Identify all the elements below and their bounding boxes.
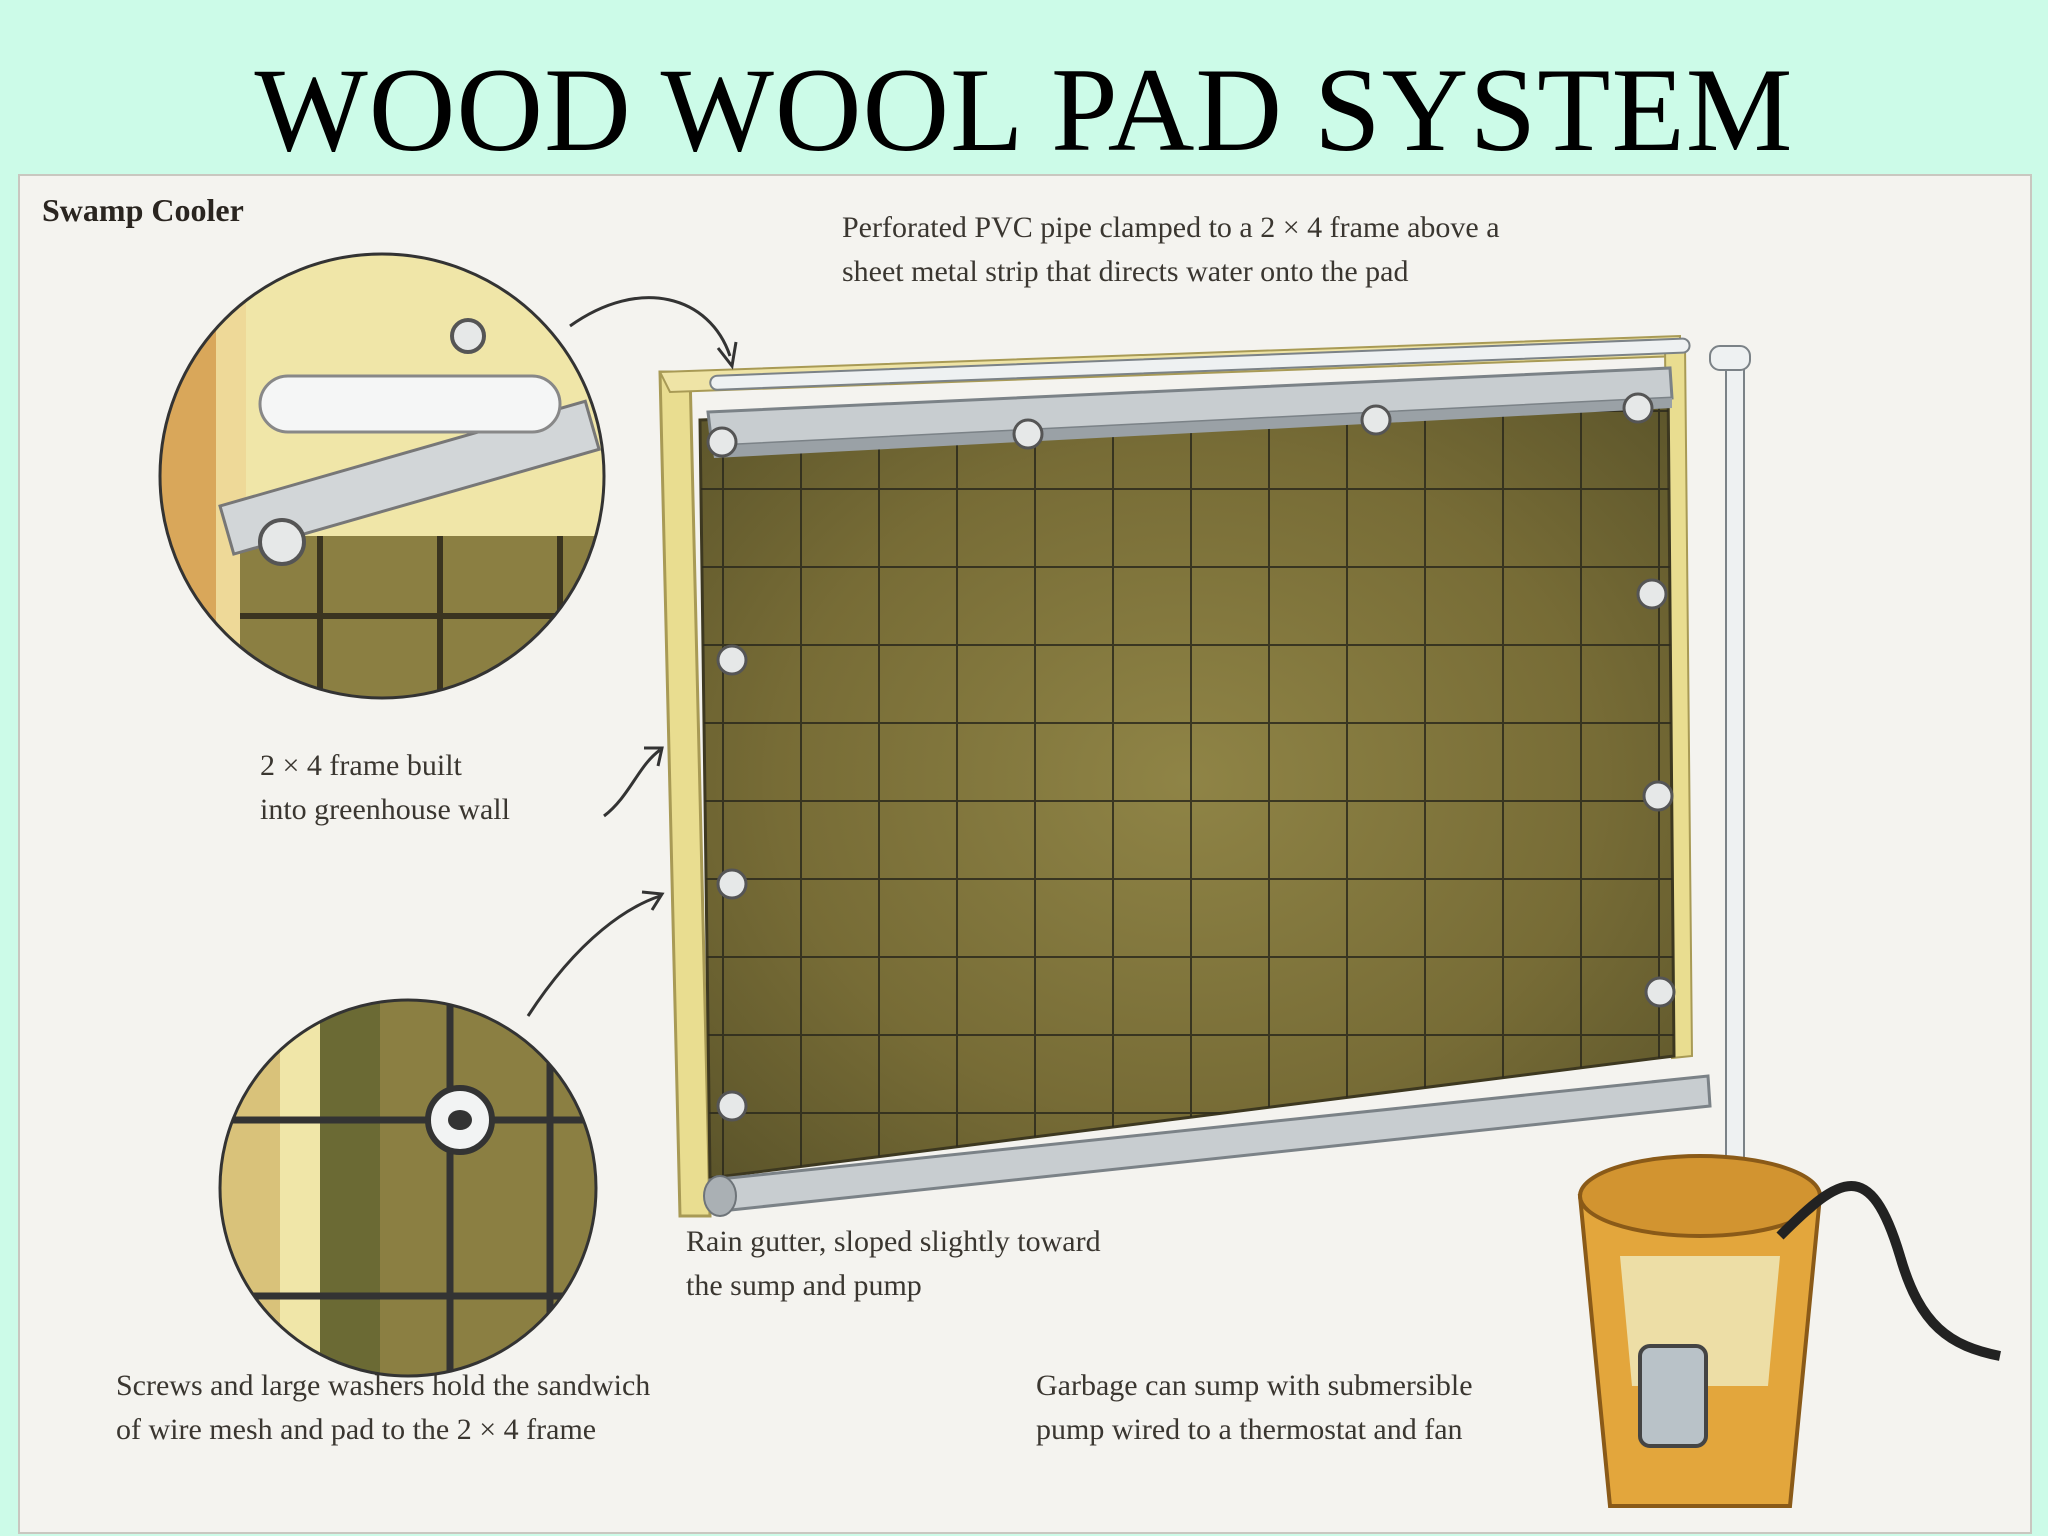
label-sump: Garbage can sump with submersible pump w… — [1036, 1364, 1473, 1452]
power-cord — [1776, 1181, 2001, 1361]
frame-arrow — [603, 748, 661, 818]
garbage-can-sump — [1577, 1154, 2001, 1508]
label-gutter: Rain gutter, sloped slightly toward the … — [686, 1220, 1101, 1308]
label-line: pump wired to a thermostat and fan — [1036, 1413, 1463, 1446]
label-line: of wire mesh and pad to the 2 × 4 frame — [116, 1413, 597, 1446]
label-line: Rain gutter, sloped slightly toward — [686, 1225, 1101, 1258]
diagram-heading: Swamp Cooler — [42, 192, 244, 228]
label-line: Perforated PVC pipe clamped to a 2 × 4 f… — [842, 211, 1500, 244]
label-line: Garbage can sump with submersible — [1036, 1369, 1473, 1402]
label-line: sheet metal strip that directs water ont… — [842, 255, 1409, 288]
label-screws: Screws and large washers hold the sandwi… — [116, 1364, 650, 1452]
label-line: into greenhouse wall — [260, 793, 510, 826]
submersible-pump — [1638, 1344, 1708, 1448]
label-line: Screws and large washers hold the sandwi… — [116, 1369, 651, 1402]
diagram-panel: Swamp Cooler Perforated PVC pipe clamped… — [18, 174, 2032, 1534]
label-frame: 2 × 4 frame built into greenhouse wall — [260, 744, 510, 832]
rain-gutter — [703, 1074, 1712, 1217]
swamp-cooler-illustration — [158, 252, 2001, 1508]
label-line: the sump and pump — [686, 1269, 922, 1302]
label-line: 2 × 4 frame built — [260, 749, 462, 782]
label-pvc-pipe: Perforated PVC pipe clamped to a 2 × 4 f… — [842, 206, 1500, 294]
washers — [706, 392, 1676, 1122]
page-title: WOOD WOOL PAD SYSTEM — [254, 43, 1794, 176]
wood-wool-pad — [698, 380, 1676, 1180]
detail-circle-bottom — [218, 890, 665, 1378]
detail-circle-top — [158, 252, 738, 700]
